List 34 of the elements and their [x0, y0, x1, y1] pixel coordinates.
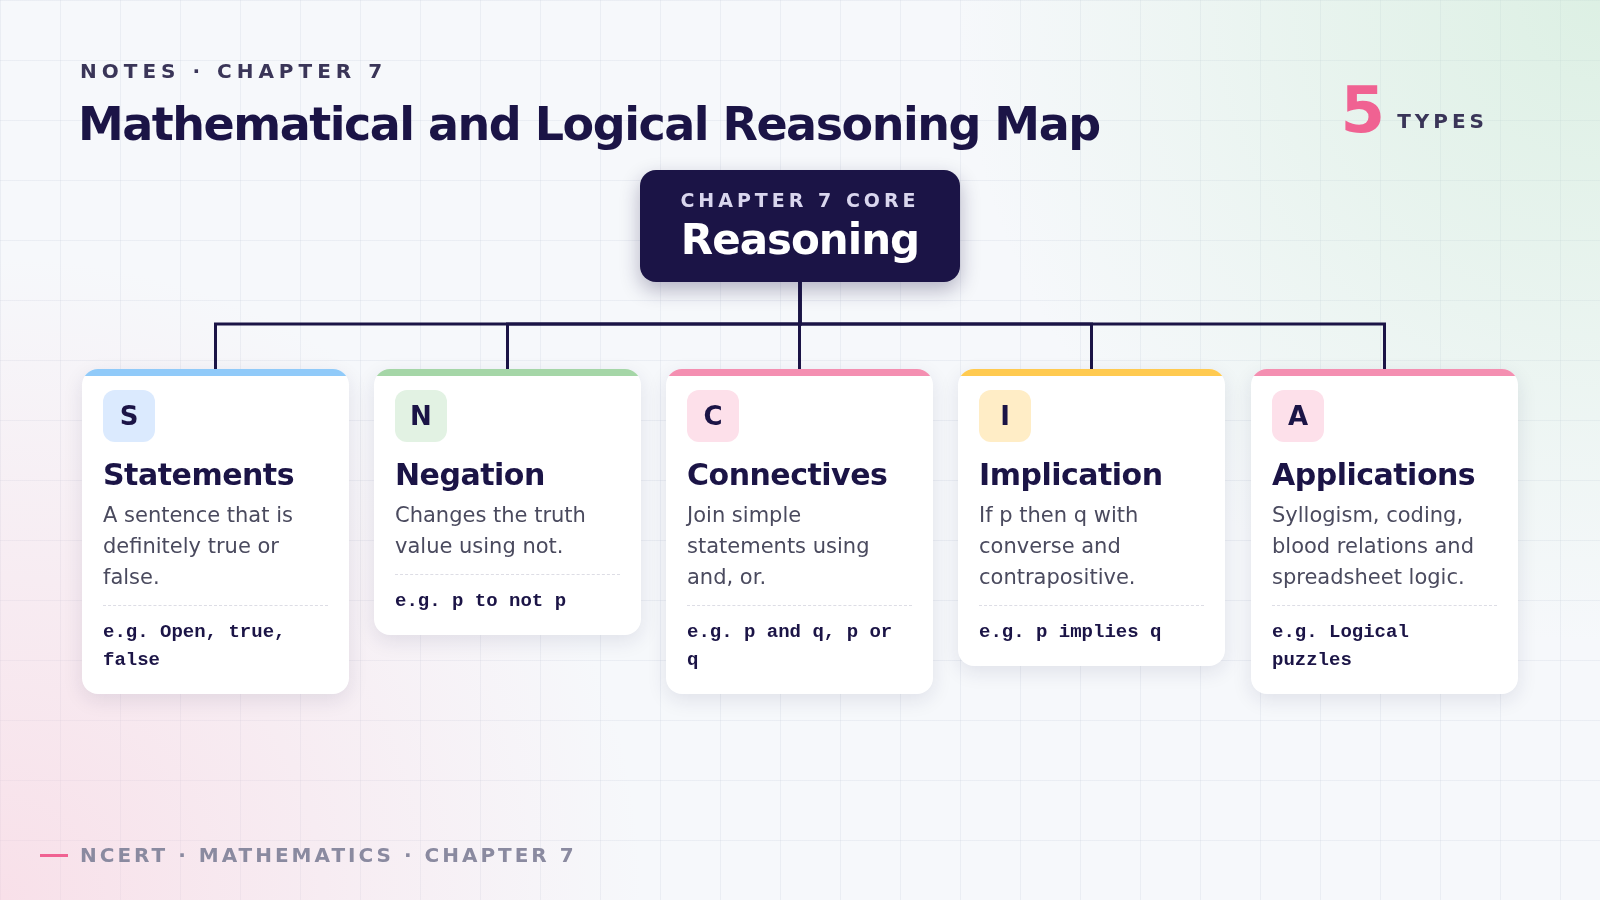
letter-badge: I	[979, 390, 1031, 442]
card-title: Negation	[395, 456, 546, 494]
card-title: Applications	[1272, 456, 1477, 494]
footer-text: NCERT · MATHEMATICS · CHAPTER 7	[80, 842, 577, 869]
topic-card	[958, 369, 1225, 666]
topic-card	[666, 369, 933, 694]
count-label: TYPES	[1397, 108, 1488, 135]
letter-badge: C	[687, 390, 739, 442]
card-description: Changes the truth value using not.	[395, 501, 587, 560]
topic-card	[1251, 369, 1518, 694]
core-box	[640, 170, 960, 282]
core-title: Reasoning	[680, 214, 920, 266]
core-subtitle: CHAPTER 7 CORE	[680, 187, 920, 213]
card-description: Join simple statements using and, or.	[687, 501, 871, 591]
card-title: Implication	[979, 456, 1164, 494]
letter-badge: N	[395, 390, 447, 442]
example-text: e.g. p and q, p or q	[687, 619, 894, 673]
letter-badge: A	[1272, 390, 1324, 442]
card-description: A sentence that is definitely true or false.	[103, 501, 294, 591]
example-text: e.g. p to not p	[395, 588, 568, 614]
page-title: Mathematical and Logical Reasoning Map	[78, 96, 1100, 153]
eyebrow-text: NOTES · CHAPTER 7	[80, 58, 388, 85]
topic-card	[82, 369, 349, 694]
card-description: Syllogism, coding, blood relations and spreadsheet logic.	[1272, 501, 1475, 591]
card-title: Connectives	[687, 456, 889, 494]
topic-card	[374, 369, 641, 635]
card-title: Statements	[103, 456, 296, 494]
count-number: 5	[1340, 78, 1386, 142]
example-text: e.g. Open, true, false	[103, 619, 287, 673]
letter-badge: S	[103, 390, 155, 442]
example-text: e.g. Logical puzzles	[1272, 619, 1410, 673]
card-description: If p then q with converse and contrapositive.	[979, 501, 1140, 591]
connector-line	[798, 282, 1386, 369]
example-text: e.g. p implies q	[979, 619, 1163, 645]
